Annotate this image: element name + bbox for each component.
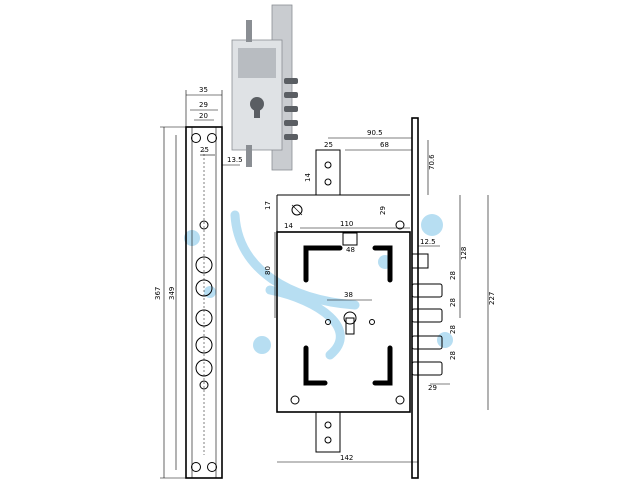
dim-90-5: 90.5 [367, 129, 383, 137]
dim-35: 35 [199, 86, 208, 94]
dim-17: 17 [264, 201, 272, 210]
dim-367: 367 [154, 287, 162, 300]
dim-28-d: 28 [449, 351, 457, 360]
dim-28-a: 28 [449, 271, 457, 280]
dim-38: 38 [344, 291, 353, 299]
lock-body-view: 90.5 68 25 70.6 14 17 14 29 110 48 80 12… [264, 117, 496, 479]
dim-29-side: 29 [379, 206, 387, 215]
dim-70-6: 70.6 [428, 154, 436, 170]
dim-80: 80 [264, 266, 272, 275]
dim-14-top: 14 [304, 173, 312, 182]
dim-13-5: 13.5 [227, 156, 243, 164]
dim-128: 128 [460, 247, 468, 260]
dim-28-b: 28 [449, 298, 457, 307]
dim-28-c: 28 [449, 325, 457, 334]
dim-142: 142 [340, 454, 353, 462]
dim-25-top: 25 [324, 141, 333, 149]
front-plate-view: 35 29 20 25 13.5 367 349 [154, 86, 243, 479]
dim-12-5: 12.5 [420, 238, 436, 246]
dim-29-bottom: 29 [428, 384, 437, 392]
dim-20: 20 [199, 112, 208, 120]
dim-68: 68 [380, 141, 389, 149]
lock-photo [231, 4, 298, 171]
dim-48: 48 [346, 246, 355, 254]
dim-25-front: 25 [200, 146, 209, 154]
dim-110: 110 [340, 220, 353, 228]
dim-29: 29 [199, 101, 208, 109]
dim-349: 349 [168, 287, 176, 300]
dim-227: 227 [488, 292, 496, 305]
dim-14-left: 14 [284, 222, 293, 230]
